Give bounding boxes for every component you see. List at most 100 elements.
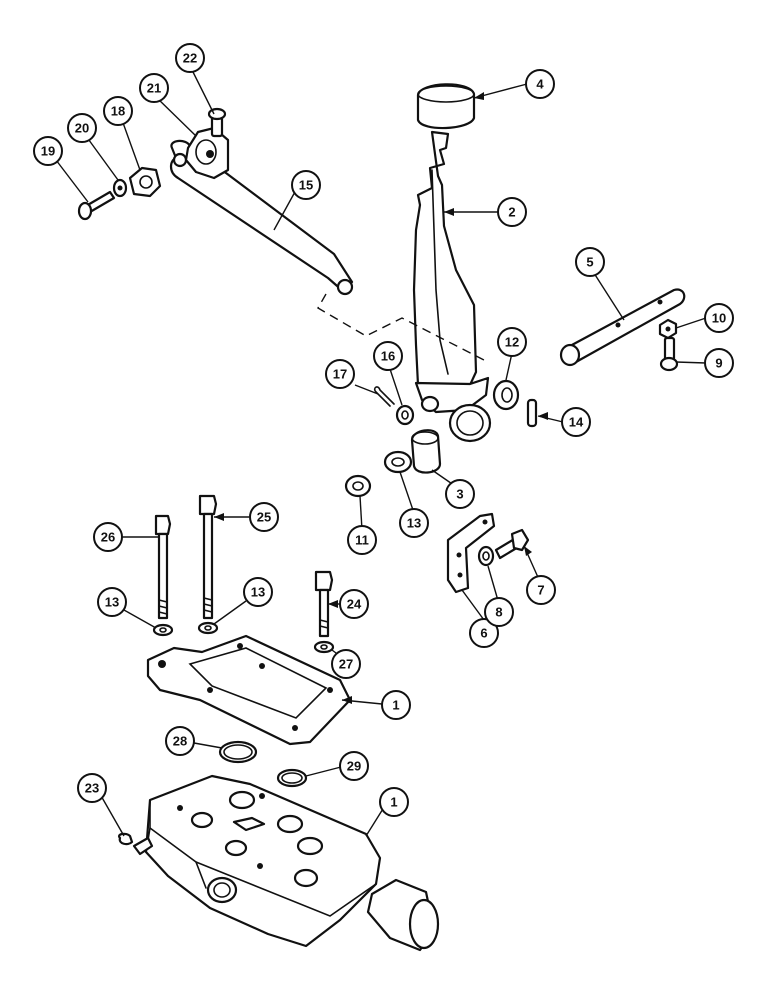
part-cotter-pin [373, 386, 395, 407]
callout-13-mid: 13 [243, 577, 273, 607]
callout-1-upper: 1 [381, 690, 411, 720]
callout-25: 25 [249, 502, 279, 532]
svg-text:27: 27 [339, 657, 353, 672]
svg-text:12: 12 [505, 335, 519, 350]
svg-text:13: 13 [407, 516, 421, 531]
svg-text:7: 7 [537, 583, 544, 598]
svg-text:19: 19 [41, 144, 55, 159]
part-washer-8 [477, 545, 495, 567]
callout-9: 9 [704, 348, 734, 378]
svg-text:24: 24 [347, 597, 362, 612]
part-washer-13-mid [197, 621, 219, 635]
svg-text:13: 13 [105, 595, 119, 610]
part-clevis [184, 126, 230, 180]
part-washer-11 [344, 474, 372, 498]
callout-16: 16 [373, 341, 403, 371]
part-o-ring-29 [276, 768, 308, 788]
part-cover-plate [146, 634, 352, 746]
part-bracket [446, 512, 496, 594]
callout-19: 19 [33, 136, 63, 166]
part-washer-13-left [152, 623, 174, 637]
svg-text:11: 11 [355, 533, 369, 548]
part-bolt-25 [198, 494, 218, 620]
part-bolt-9 [659, 336, 679, 372]
svg-text:28: 28 [173, 734, 187, 749]
callout-6: 6 [469, 618, 499, 648]
part-bolt-24 [314, 570, 334, 638]
callout-8: 8 [484, 597, 514, 627]
callout-13-left: 13 [97, 587, 127, 617]
callout-11: 11 [347, 525, 377, 555]
callout-15: 15 [291, 170, 321, 200]
svg-text:2: 2 [508, 205, 515, 220]
part-link-rod [169, 139, 354, 296]
part-bushing [410, 429, 442, 474]
part-valve-body [132, 774, 440, 952]
callout-14: 14 [561, 407, 591, 437]
callout-28: 28 [165, 726, 195, 756]
svg-text:21: 21 [147, 81, 161, 96]
svg-text:17: 17 [333, 367, 347, 382]
svg-text:16: 16 [381, 349, 395, 364]
part-knob [416, 83, 476, 130]
svg-text:8: 8 [495, 605, 502, 620]
part-o-ring-28 [218, 740, 258, 764]
callout-4: 4 [525, 69, 555, 99]
svg-text:15: 15 [299, 178, 313, 193]
part-shaft [559, 288, 686, 367]
callout-12: 12 [497, 327, 527, 357]
callout-26: 26 [93, 522, 123, 552]
part-washer-20 [112, 178, 128, 198]
part-washer-16 [395, 404, 415, 426]
part-pin-14 [526, 398, 538, 428]
alignment-line [317, 293, 485, 361]
part-control-lever [412, 130, 492, 443]
svg-text:10: 10 [712, 311, 726, 326]
callout-20: 20 [67, 113, 97, 143]
callout-5: 5 [575, 247, 605, 277]
svg-text:23: 23 [85, 781, 99, 796]
callout-22: 22 [175, 43, 205, 73]
part-bolt-19 [77, 190, 116, 221]
callout-18: 18 [103, 96, 133, 126]
svg-text:29: 29 [347, 759, 361, 774]
callout-23: 23 [77, 773, 107, 803]
svg-text:14: 14 [569, 415, 584, 430]
part-washer-27 [313, 640, 335, 654]
leader-lines [55, 65, 707, 837]
callout-10: 10 [704, 303, 734, 333]
callout-3: 3 [445, 479, 475, 509]
callout-2: 2 [497, 197, 527, 227]
svg-text:1: 1 [392, 698, 399, 713]
part-nut-10 [658, 318, 678, 340]
callouts: 1 1 2 3 4 5 6 7 8 9 10 11 12 13 13 13 14… [33, 43, 734, 817]
svg-text:13: 13 [251, 585, 265, 600]
callout-21: 21 [139, 73, 169, 103]
part-washer-13-upper [383, 450, 413, 474]
svg-text:1: 1 [390, 795, 397, 810]
part-washer-12 [492, 379, 520, 411]
svg-text:20: 20 [75, 121, 89, 136]
callout-24: 24 [339, 589, 369, 619]
svg-text:5: 5 [586, 255, 593, 270]
callout-7: 7 [526, 575, 556, 605]
part-bolt-26 [154, 514, 172, 620]
svg-text:26: 26 [101, 530, 115, 545]
callout-17: 17 [325, 359, 355, 389]
callout-27: 27 [331, 649, 361, 679]
part-nut-18 [128, 166, 162, 198]
part-bolt-7 [494, 528, 530, 560]
callout-29: 29 [339, 751, 369, 781]
callout-13-upper: 13 [399, 508, 429, 538]
svg-text:3: 3 [456, 487, 463, 502]
svg-text:25: 25 [257, 510, 271, 525]
part-key-23 [118, 832, 134, 846]
svg-text:4: 4 [536, 77, 544, 92]
part-bolt-22 [207, 107, 227, 138]
svg-text:9: 9 [715, 356, 722, 371]
svg-text:22: 22 [183, 51, 197, 66]
svg-text:18: 18 [111, 104, 125, 119]
svg-text:6: 6 [480, 626, 487, 641]
callout-1-lower: 1 [379, 787, 409, 817]
